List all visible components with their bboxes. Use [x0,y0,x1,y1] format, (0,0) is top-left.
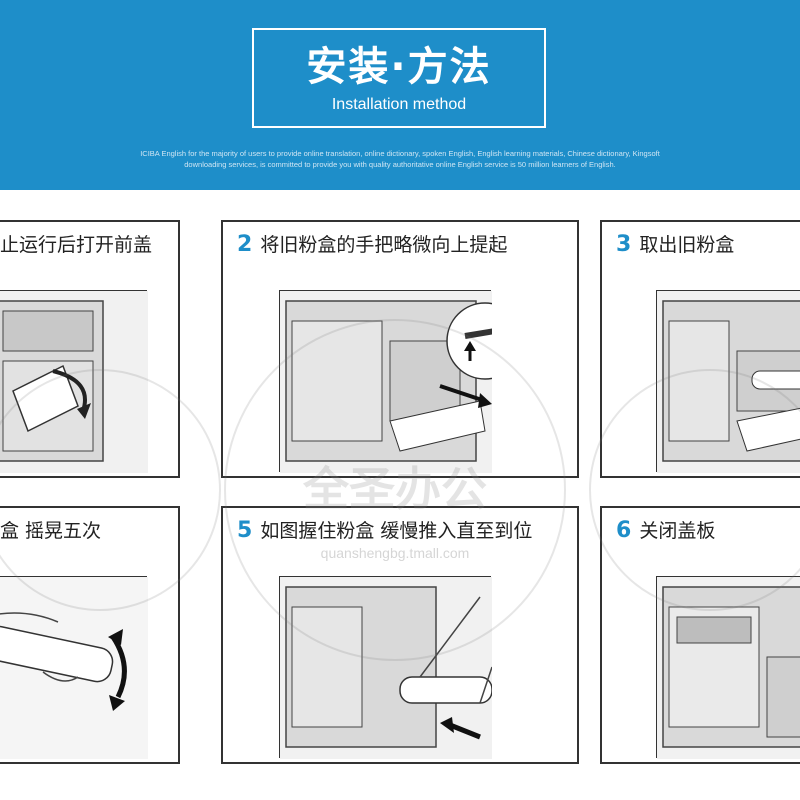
copier-illustration [656,290,800,473]
step-caption: 2 将旧粉盒的手把略微向上提起 [237,232,507,258]
page-title: 安装·方法 [306,44,492,90]
shake-illustration [0,576,148,759]
step-caption: 止运行后打开前盖 [0,232,152,258]
disclaimer-text: ICIBA English for the majority of users … [60,148,740,170]
step-panel-1: 止运行后打开前盖 [0,220,180,478]
step-caption: 盒 摇晃五次 [0,518,101,544]
step-panel-2: 2 将旧粉盒的手把略微向上提起 [221,220,579,478]
step-text: 止运行后打开前盖 [0,234,153,256]
step-caption: 3 取出旧粉盒 [616,232,734,258]
step-caption: 6 关闭盖板 [616,518,715,544]
disclaimer-line-2: downloading services, is committed to pr… [184,160,616,169]
step-text: 盒 摇晃五次 [0,520,102,542]
disclaimer-line-1: ICIBA English for the majority of users … [140,149,660,158]
step-text: 将旧粉盒的手把略微向上提起 [260,234,508,256]
copier-illustration [279,290,492,473]
step-panel-5: 5 如图握住粉盒 缓慢推入直至到位 [221,506,579,764]
step-panel-6: 6 关闭盖板 [600,506,800,764]
step-text: 如图握住粉盒 缓慢推入直至到位 [260,520,533,542]
step-number: 3 [616,232,632,257]
step-panel-3: 3 取出旧粉盒 [600,220,800,478]
copier-illustration [656,576,800,759]
step-panel-4: 盒 摇晃五次 [0,506,180,764]
step-number: 5 [237,518,253,543]
copier-illustration [279,576,492,759]
step-number: 6 [616,518,632,543]
step-number: 2 [237,232,253,257]
step-text: 取出旧粉盒 [639,234,735,256]
title-box: 安装·方法 Installation method [252,28,546,128]
step-text: 关闭盖板 [639,520,716,542]
copier-illustration [0,290,148,473]
page-subtitle: Installation method [331,96,467,113]
header-banner: 安装·方法 Installation method ICIBA English … [0,0,800,190]
step-caption: 5 如图握住粉盒 缓慢推入直至到位 [237,518,532,544]
